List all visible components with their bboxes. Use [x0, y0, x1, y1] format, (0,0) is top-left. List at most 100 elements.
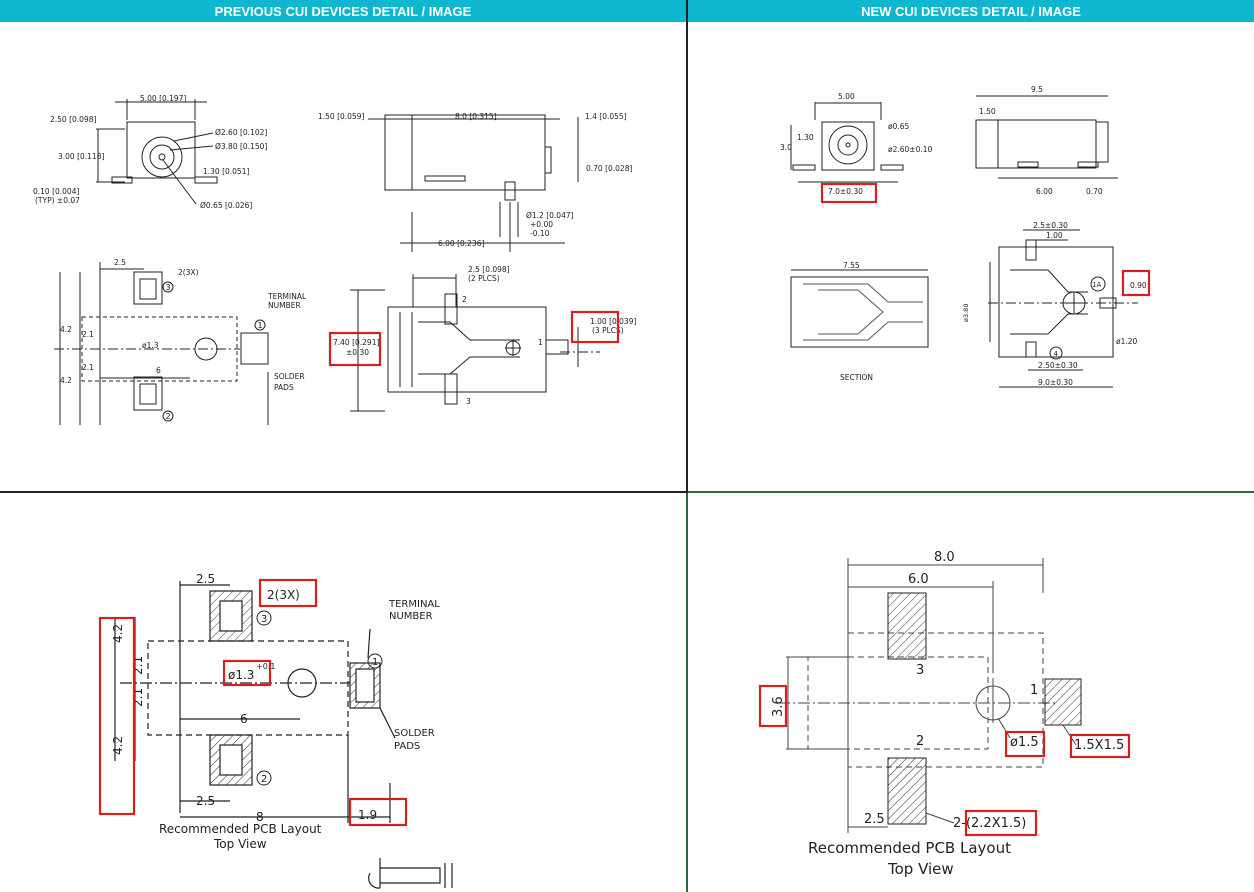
dim-2-50: 2.50 [0.098] — [50, 115, 96, 124]
pcb-circle-3: 3 — [261, 614, 267, 625]
highlight-d1-5 — [1004, 730, 1046, 758]
schem-4-2b: 4.2 — [60, 376, 72, 385]
dim-d2-60: Ø2.60 [0.102] — [215, 128, 267, 137]
pcb-dim-d1-3: ø1.3 — [228, 668, 254, 682]
highlight-1-9 — [348, 797, 408, 827]
schem-circle-3: 3 — [166, 283, 171, 292]
new-pcb-caption-title: Recommended PCB Layout — [808, 839, 1011, 857]
new-drawing-panel: 5.00 9.5 1.30 3.0 ø0.65 ø2.60±0.10 7.0±0… — [688, 22, 1254, 491]
new-dim-0-70: 0.70 — [1086, 187, 1103, 196]
previous-pcb-layout: 2.5 2(3X) 4.2 4.2 2.1 2.1 ø1.3 +0.1 6 2.… — [98, 572, 453, 889]
new-pcb-dim-6-0: 6.0 — [908, 572, 929, 587]
pcb-dim-4-2-bottom: 4.2 — [111, 736, 125, 755]
highlight-4-2 — [98, 616, 136, 816]
highlight-d1-3 — [222, 659, 272, 687]
pcb-circle-1: 1 — [372, 657, 378, 668]
solder-label: SOLDER — [274, 372, 305, 381]
pcb-dim-2-5-bottom: 2.5 — [196, 794, 215, 808]
new-dim-7-55: 7.55 — [843, 261, 860, 270]
terminal-label: TERMINAL — [267, 292, 307, 301]
dim-7-40-tol: ±0.30 — [346, 348, 369, 357]
pcb-caption-title: Recommended PCB Layout — [159, 822, 322, 836]
schem-d1-3: ø1.3 — [142, 341, 159, 350]
dim-8-0: 8.0 [0.315] — [455, 112, 497, 121]
pcb-dim-2-3x: 2(3X) — [267, 588, 300, 602]
pcb-caption-view: Top View — [213, 837, 267, 851]
new-devices-header: NEW CUI DEVICES DETAIL / IMAGE — [688, 0, 1254, 22]
pcb-dim-d1-3-tol: +0.1 — [256, 662, 275, 671]
pcb-dim-4-2-top: 4.2 — [111, 624, 125, 643]
previous-header-text: PREVIOUS CUI DEVICES DETAIL / IMAGE — [214, 3, 472, 19]
pcb-dim-8: 8 — [256, 810, 264, 824]
schem-2-1b: 2.1 — [82, 363, 94, 372]
new-pcb-dim-3-6: 3.6 — [771, 696, 786, 717]
new-pcb-pad-1: 1 — [1030, 683, 1038, 698]
new-dim-0-90: 0.90 — [1130, 281, 1147, 290]
dim-1-4: 1.4 [0.055] — [585, 112, 627, 121]
new-pcb-pad-2: 2 — [916, 734, 924, 749]
dim-5-00: 5.00 [0.197] — [140, 94, 186, 103]
new-pcb-dim-2-2x1-5: 2-(2.2X1.5) — [953, 816, 1026, 831]
new-dim-d1-20: ø1.20 — [1116, 337, 1138, 346]
new-pcb-pad-3: 3 — [916, 663, 924, 678]
dim-d1-2-tol1: +0.00 — [530, 220, 553, 229]
new-dim-1-00: 1.00 — [1046, 231, 1063, 240]
schem-4-2a: 4.2 — [60, 325, 72, 334]
new-pcb-dim-8-0: 8.0 — [934, 550, 955, 565]
highlight-1-5x1-5 — [1069, 733, 1131, 759]
pcb-dim-2-5-top: 2.5 — [196, 572, 215, 586]
new-dim-7-0: 7.0±0.30 — [828, 187, 863, 196]
highlight-7-0 — [820, 182, 878, 204]
new-pcb-layout: 8.0 6.0 3.6 ø1.5 1.5X1.5 2.5 2-(2.2X1.5)… — [758, 550, 1131, 878]
previous-pcb-panel: 2.5 2(3X) 4.2 4.2 2.1 2.1 ø1.3 +0.1 6 2.… — [0, 493, 686, 892]
front-view-body — [126, 121, 196, 179]
pin-2-label: 2 — [462, 295, 467, 304]
new-circle-4: 4 — [1054, 350, 1059, 358]
new-circle-1a: 1A — [1092, 281, 1101, 289]
dim-typ: (TYP) ±0.07 — [35, 196, 80, 205]
section-label: SECTION — [840, 373, 873, 382]
dim-0-10: 0.10 [0.004] — [33, 187, 79, 196]
pcb-solder-label: SOLDER — [394, 728, 435, 739]
dim-2-5: 2.5 [0.098] — [468, 265, 510, 274]
schem-6: 6 — [156, 366, 161, 375]
new-dim-d0-65: ø0.65 — [888, 122, 910, 131]
pcb-pads-label: PADS — [394, 741, 420, 752]
previous-drawing: 5.00 [0.197] 2.50 [0.098] Ø2.60 [0.102] … — [33, 94, 636, 425]
new-pcb-caption-view: Top View — [887, 860, 954, 878]
pin-3-label: 3 — [466, 397, 471, 406]
new-dim-6-00: 6.00 — [1036, 187, 1053, 196]
pcb-dim-6: 6 — [240, 712, 248, 726]
new-dim-d3-80: ø3.80 — [962, 304, 970, 322]
new-drawing: 5.00 9.5 1.30 3.0 ø0.65 ø2.60±0.10 7.0±0… — [780, 85, 1151, 388]
dim-3-00: 3.00 [0.118] — [58, 152, 104, 161]
schem-2-5: 2.5 — [114, 258, 126, 267]
dim-3-plcs: (3 PLCS) — [592, 326, 624, 335]
new-pcb-dim-1-5x1-5: 1.5X1.5 — [1074, 738, 1124, 753]
highlight-0-90 — [1121, 269, 1151, 297]
new-dim-1-50: 1.50 — [979, 107, 996, 116]
highlight-3-6 — [758, 684, 788, 728]
new-dim-5-00: 5.00 — [838, 92, 855, 101]
new-dim-2-5: 2.5±0.30 — [1033, 221, 1068, 230]
new-pcb-dim-d1-5: ø1.5 — [1010, 735, 1039, 750]
dim-7-40: 7.40 [0.291] — [333, 338, 379, 347]
dim-1-00: 1.00 [0.039] — [590, 317, 636, 326]
schem-2-3x: 2(3X) — [178, 268, 199, 277]
previous-drawing-panel: 5.00 [0.197] 2.50 [0.098] Ø2.60 [0.102] … — [0, 22, 686, 491]
schem-circle-2: 2 — [166, 412, 171, 421]
pcb-dim-1-9: 1.9 — [358, 808, 377, 822]
dim-d1-2-tol2: -0.10 — [530, 229, 550, 238]
new-header-text: NEW CUI DEVICES DETAIL / IMAGE — [861, 3, 1081, 19]
pcb-terminal-label: TERMINAL — [388, 599, 440, 610]
new-dim-d2-60: ø2.60±0.10 — [888, 145, 932, 154]
new-pcb-panel: 8.0 6.0 3.6 ø1.5 1.5X1.5 2.5 2-(2.2X1.5)… — [688, 493, 1254, 892]
highlight-7-40 — [328, 331, 382, 367]
dim-1-50: 1.50 [0.059] — [318, 112, 364, 121]
dim-d0-65: Ø0.65 [0.026] — [200, 201, 252, 210]
dim-2-plcs: (2 PLCS) — [468, 274, 500, 283]
new-dim-9-0: 9.0±0.30 — [1038, 378, 1073, 387]
new-dim-2-50: 2.50±0.30 — [1038, 361, 1078, 370]
pads-label: PADS — [274, 383, 294, 392]
schem-circle-1: 1 — [258, 321, 263, 330]
